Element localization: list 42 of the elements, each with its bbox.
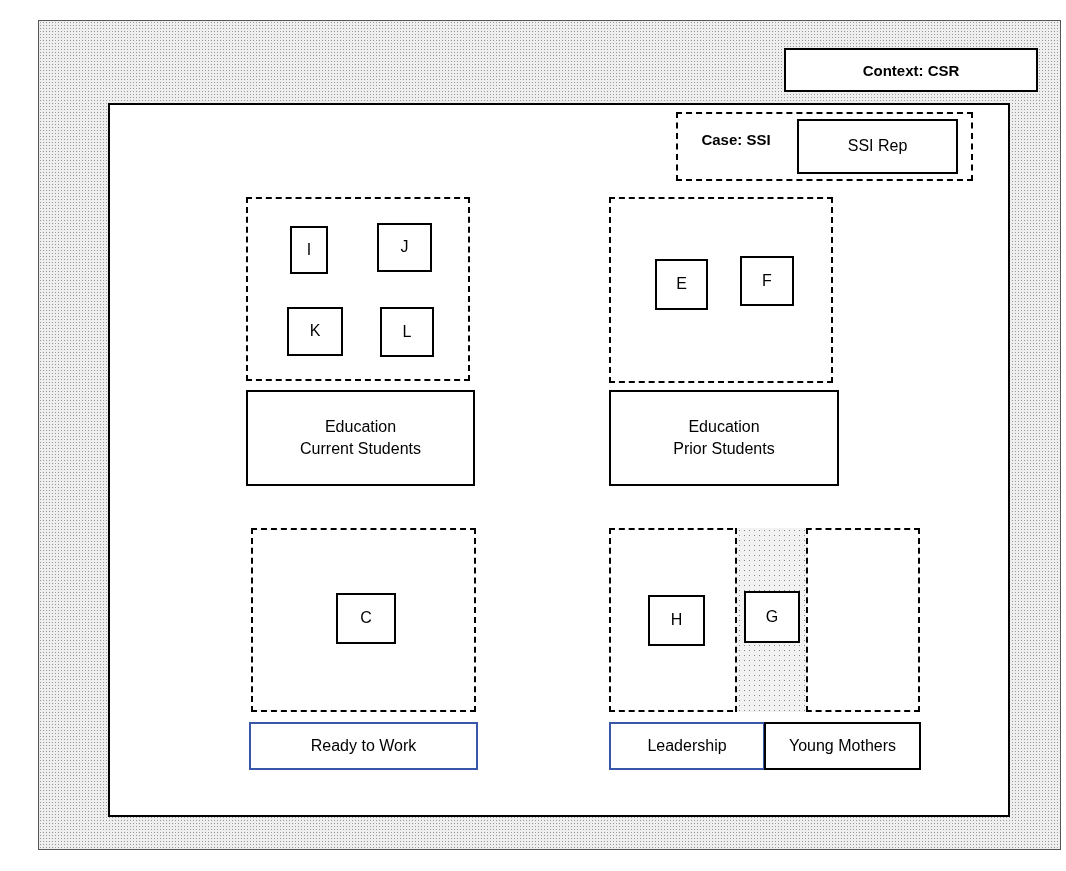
label-box <box>609 390 839 486</box>
label-box <box>740 256 794 306</box>
node-label: Education <box>688 416 760 437</box>
dashed-group <box>609 528 920 712</box>
dashed-group <box>251 528 476 712</box>
node-label: I <box>306 239 312 260</box>
label-box <box>287 307 343 356</box>
group-heading: Case: SSI <box>700 129 772 150</box>
node-label: SSI Rep <box>847 136 908 157</box>
node-label: G <box>765 606 779 627</box>
node-label: Leadership <box>647 735 727 756</box>
outer-frame <box>38 20 1061 850</box>
node-label: K <box>309 321 321 342</box>
label-box <box>764 722 921 770</box>
node-label: Prior Students <box>673 439 775 459</box>
dashed-group <box>609 197 833 383</box>
node-label: Education <box>324 416 397 437</box>
node-label: E <box>676 274 687 295</box>
node-label: Young Mothers <box>788 735 896 756</box>
node-label: C <box>360 608 372 629</box>
node-label: Current Students <box>300 439 421 459</box>
label-box <box>744 591 800 643</box>
dotted-band <box>735 528 808 712</box>
label-box <box>336 593 396 644</box>
node-label: F <box>762 270 772 291</box>
label-box <box>377 223 432 272</box>
label-box <box>249 722 478 770</box>
label-box <box>246 390 475 486</box>
label-box <box>655 259 708 310</box>
label-box <box>648 595 705 646</box>
node-label: H <box>670 610 683 631</box>
dashed-group <box>246 197 470 381</box>
node-label: L <box>402 321 412 342</box>
label-box <box>290 226 328 274</box>
context-label: Context: CSR <box>784 48 1038 92</box>
inner-panel <box>108 103 1010 817</box>
label-box <box>609 722 765 770</box>
node-label: J <box>400 237 409 258</box>
dashed-group <box>676 112 973 181</box>
label-box <box>380 307 434 357</box>
node-label: Ready to Work <box>310 735 417 756</box>
label-box <box>797 119 958 174</box>
